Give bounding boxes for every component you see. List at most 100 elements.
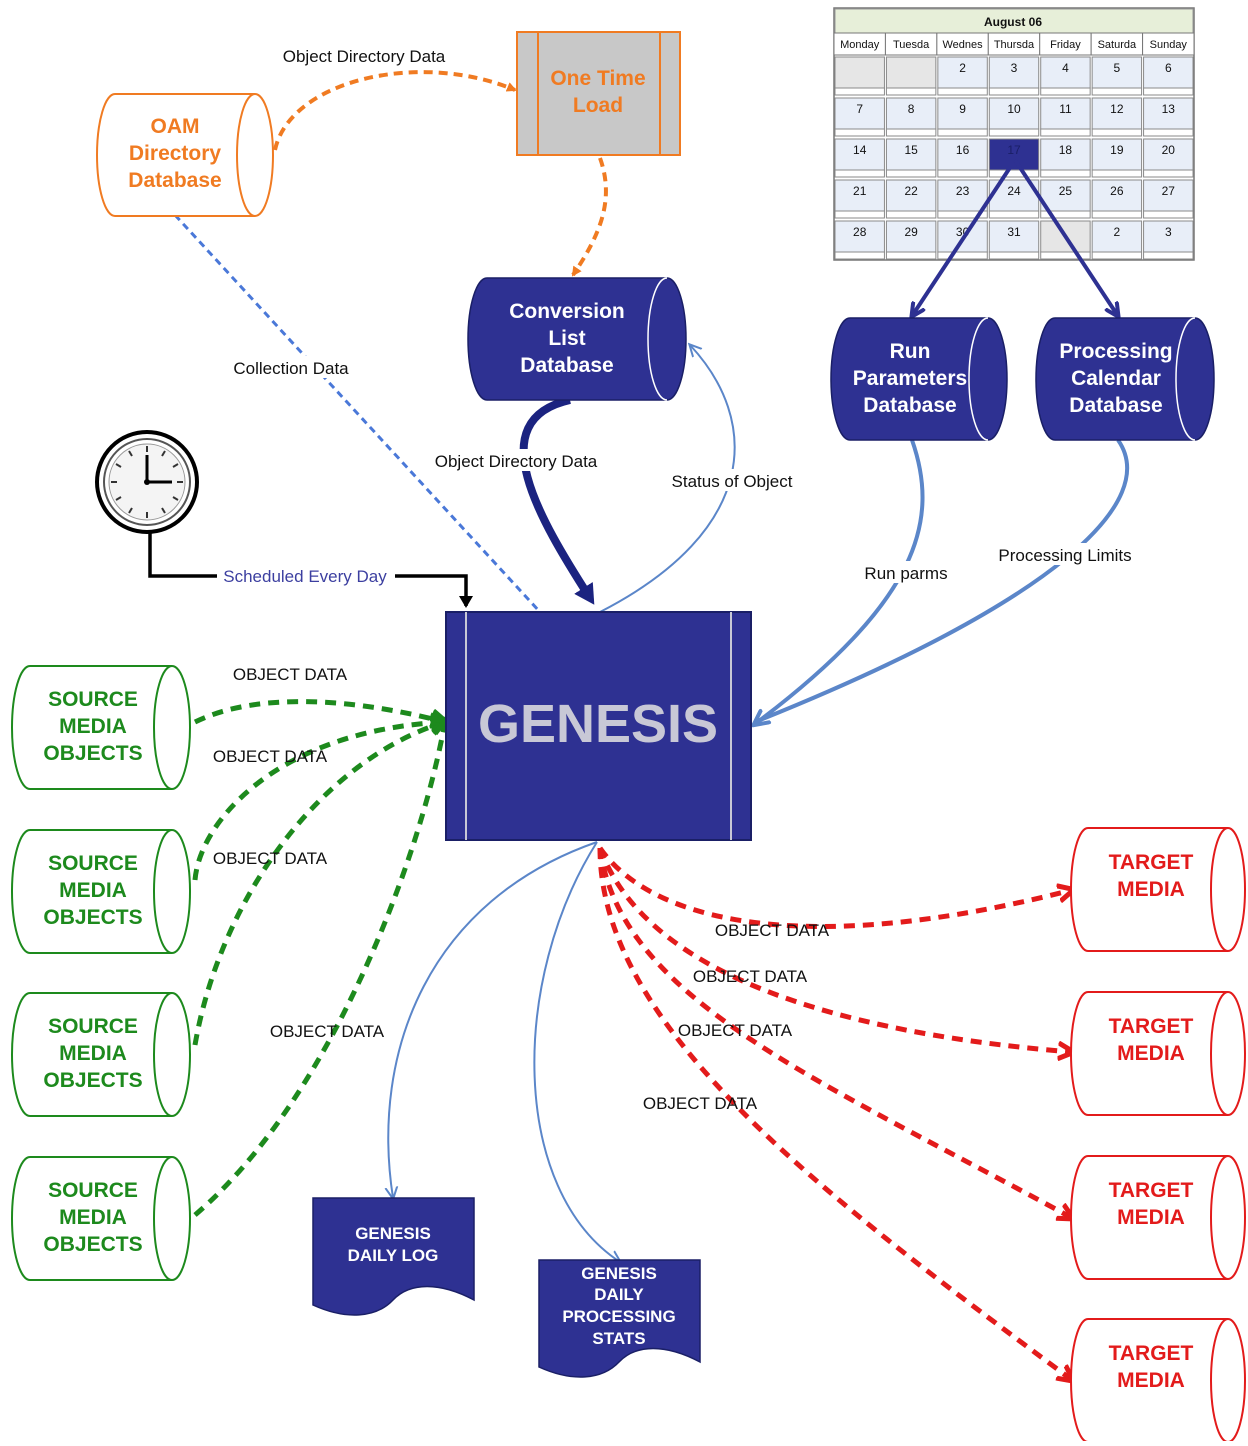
target-media-4: TARGET MEDIA <box>1070 1318 1246 1443</box>
target-label-line: MEDIA <box>1117 878 1185 901</box>
calendar-day-box <box>1143 179 1194 212</box>
genesis-title: GENESIS <box>478 694 718 754</box>
calendar-day-box <box>885 56 937 89</box>
calendar-day-box <box>1040 56 1091 89</box>
one-time-load-line-1: One Time <box>550 67 645 90</box>
calendar-day-footer <box>834 210 885 219</box>
calendar-date: 23 <box>956 184 970 198</box>
calendar-day-footer <box>937 251 988 260</box>
calendar-date: 28 <box>853 225 867 239</box>
calendar-date: 21 <box>853 184 867 198</box>
calendar-day-box <box>834 56 885 89</box>
conversion-line-1: Conversion <box>509 300 625 323</box>
source-label-line: MEDIA <box>59 715 127 738</box>
source-arrow-3 <box>192 722 445 1046</box>
calendar-day-footer <box>988 210 1040 219</box>
label-target-object-data-2: OBJECT DATA <box>693 967 808 986</box>
conversion-line-3: Database <box>520 354 613 377</box>
run-parameters-database: Run Parameters Database <box>830 317 1008 441</box>
oam-line-3: Database <box>128 169 221 192</box>
target-label-line: MEDIA <box>1117 1206 1185 1229</box>
calendar-day-label: Wednes <box>942 39 983 51</box>
calendar-title: August 06 <box>984 15 1042 29</box>
target-label-line: MEDIA <box>1117 1042 1185 1065</box>
label-conversion-object-directory-data: Object Directory Data <box>435 452 598 471</box>
calendar-day-box <box>988 97 1040 130</box>
label-run-parms: Run parms <box>864 564 947 583</box>
calendar-date: 25 <box>1059 184 1073 198</box>
proc-calendar-line-1: Processing <box>1059 340 1172 363</box>
calendar-date: 26 <box>1110 184 1124 198</box>
label-collection-data: Collection Data <box>233 359 349 378</box>
calendar-day-footer <box>937 210 988 219</box>
target-arrow-1 <box>597 846 1072 929</box>
calendar-day-footer <box>1091 169 1143 178</box>
calendar-day-footer <box>1040 87 1091 96</box>
calendar-day-footer <box>1091 128 1143 137</box>
label-source-object-data-4: OBJECT DATA <box>270 1022 385 1041</box>
calendar-day-footer <box>1040 251 1091 260</box>
source-label-line: OBJECTS <box>43 1233 142 1256</box>
calendar-day-box <box>937 138 988 171</box>
calendar-day-box <box>1040 179 1091 212</box>
target-media-group: TARGETMEDIATARGETMEDIATARGETMEDIATARGETM… <box>1070 827 1246 1443</box>
calendar-date: 11 <box>1059 102 1072 116</box>
label-source-object-data-1: OBJECT DATA <box>233 665 348 684</box>
calendar-date: 13 <box>1162 102 1176 116</box>
proc-calendar-line-2: Calendar <box>1071 367 1161 390</box>
proc-calendar-line-3: Database <box>1069 394 1162 417</box>
calendar-day-footer <box>885 251 937 260</box>
genesis-process: GENESIS <box>445 611 752 841</box>
label-source-object-data-2: OBJECT DATA <box>213 747 328 766</box>
target-arrow-4 <box>597 847 1072 1380</box>
calendar-date: 2 <box>1114 225 1121 239</box>
calendar-day-box <box>1040 97 1091 130</box>
target-label-line: MEDIA <box>1117 1369 1185 1392</box>
calendar-day-footer <box>885 128 937 137</box>
target-label-line: TARGET <box>1109 1179 1194 1202</box>
label-scheduled-every-day: Scheduled Every Day <box>223 567 387 586</box>
daily-stats-line-4: STATS <box>592 1329 645 1348</box>
calendar-day-label: Sunday <box>1150 39 1188 51</box>
calendar-day-box <box>937 56 988 89</box>
calendar-date: 12 <box>1110 102 1124 116</box>
calendar-day-box <box>834 138 885 171</box>
daily-stats-line-1: GENESIS <box>581 1264 657 1283</box>
calendar-day-label: Thursda <box>994 39 1035 51</box>
calendar-day-cell <box>1142 32 1195 56</box>
calendar-date: 17 <box>1007 143 1021 157</box>
calendar-day-box <box>937 179 988 212</box>
run-params-line-1: Run <box>890 340 931 363</box>
calendar-day-footer <box>834 251 885 260</box>
calendar-day-box <box>1091 97 1143 130</box>
oam-directory-database: OAM Directory Database <box>96 93 274 217</box>
calendar-day-footer <box>1143 87 1194 96</box>
target-arrows <box>597 846 1072 1380</box>
target-arrow-3 <box>597 847 1072 1218</box>
target-label-line: TARGET <box>1109 1342 1194 1365</box>
calendar-date: 6 <box>1165 61 1172 75</box>
run-params-line-3: Database <box>863 394 956 417</box>
calendar-day-footer <box>1143 251 1194 260</box>
calendar-day-box <box>885 138 937 171</box>
source-arrow-4 <box>193 722 445 1217</box>
target-label-line: TARGET <box>1109 1015 1194 1038</box>
calendar-to-runparams-arrow <box>912 158 1017 316</box>
source-label-line: SOURCE <box>48 688 138 711</box>
calendar-date: 15 <box>904 143 918 157</box>
source-label-line: SOURCE <box>48 852 138 875</box>
calendar-date: 9 <box>959 102 966 116</box>
source-label-line: MEDIA <box>59 1042 127 1065</box>
target-media-2: TARGET MEDIA <box>1070 991 1246 1116</box>
run-params-line-2: Parameters <box>853 367 967 390</box>
calendar-date: 2 <box>959 61 966 75</box>
calendar-date: 20 <box>1162 143 1176 157</box>
genesis-to-stats-arrow <box>533 841 620 1262</box>
calendar-day-footer <box>988 251 1040 260</box>
calendar-day-box <box>1143 56 1194 89</box>
calendar-day-footer <box>937 128 988 137</box>
calendar-date: 7 <box>856 102 863 116</box>
